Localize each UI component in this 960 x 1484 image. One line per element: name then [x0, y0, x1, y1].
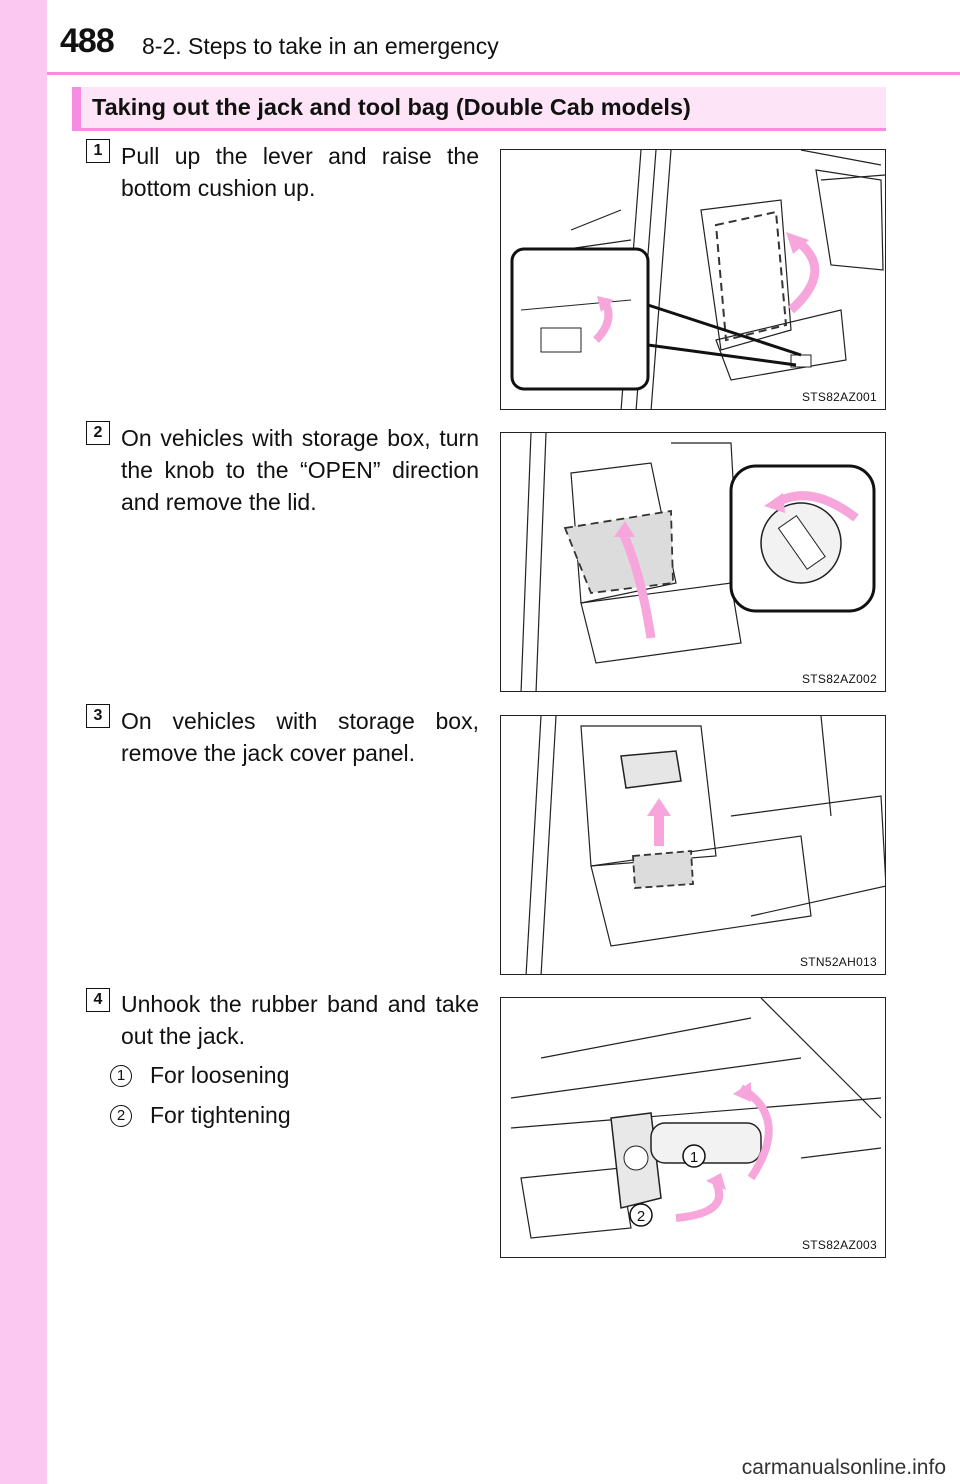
seat-cushion-illustration [510, 150, 885, 409]
figure-step-4: 1 2 STS82AZ003 [500, 997, 886, 1258]
callout-1: 1 [690, 1149, 698, 1166]
sub-item-label-2: For tightening [150, 1102, 291, 1128]
figure-code: STN52AH013 [799, 955, 877, 969]
sub-item-marker-1: 1 [110, 1065, 132, 1087]
step-number-1: 1 [86, 139, 110, 163]
section-title: 8-2. Steps to take in an emergency [142, 33, 499, 59]
jack-cover-illustration [525, 716, 885, 974]
step-3-text: On vehicles with storage box, remove the… [121, 708, 479, 766]
page-number: 488 [60, 22, 115, 60]
jack-removal-illustration: 1 2 [510, 998, 882, 1239]
sub-item-marker-2: 2 [110, 1105, 132, 1127]
step-number-3: 3 [86, 704, 110, 728]
figure-step-2: STS82AZ002 [500, 432, 886, 692]
step-1-text: Pull up the lever and raise the bottom c… [121, 143, 479, 201]
figure-code: STS82AZ003 [801, 1238, 877, 1252]
step-number-2: 2 [86, 421, 110, 445]
page-edge-tab [0, 0, 47, 1484]
figure-step-1: STS82AZ001 [500, 149, 886, 410]
step-4-text: Unhook the rubber band and take out the … [121, 991, 479, 1049]
storage-box-illustration [520, 433, 876, 691]
watermark: carmanualsonline.info [741, 1456, 946, 1479]
figure-code: STS82AZ001 [801, 390, 877, 404]
sub-item-label-1: For loosening [150, 1062, 290, 1088]
callout-2: 2 [637, 1208, 645, 1225]
figure-step-3: STN52AH013 [500, 715, 886, 975]
step-number-4: 4 [86, 988, 110, 1012]
step-2-text: On vehicles with storage box, turn the k… [121, 425, 479, 515]
header-rule [47, 72, 960, 75]
heading-text: Taking out the jack and tool bag (Double… [92, 94, 691, 120]
figure-code: STS82AZ002 [801, 672, 877, 686]
heading-accent-bar [72, 87, 81, 131]
section-heading: Taking out the jack and tool bag (Double… [72, 87, 886, 131]
